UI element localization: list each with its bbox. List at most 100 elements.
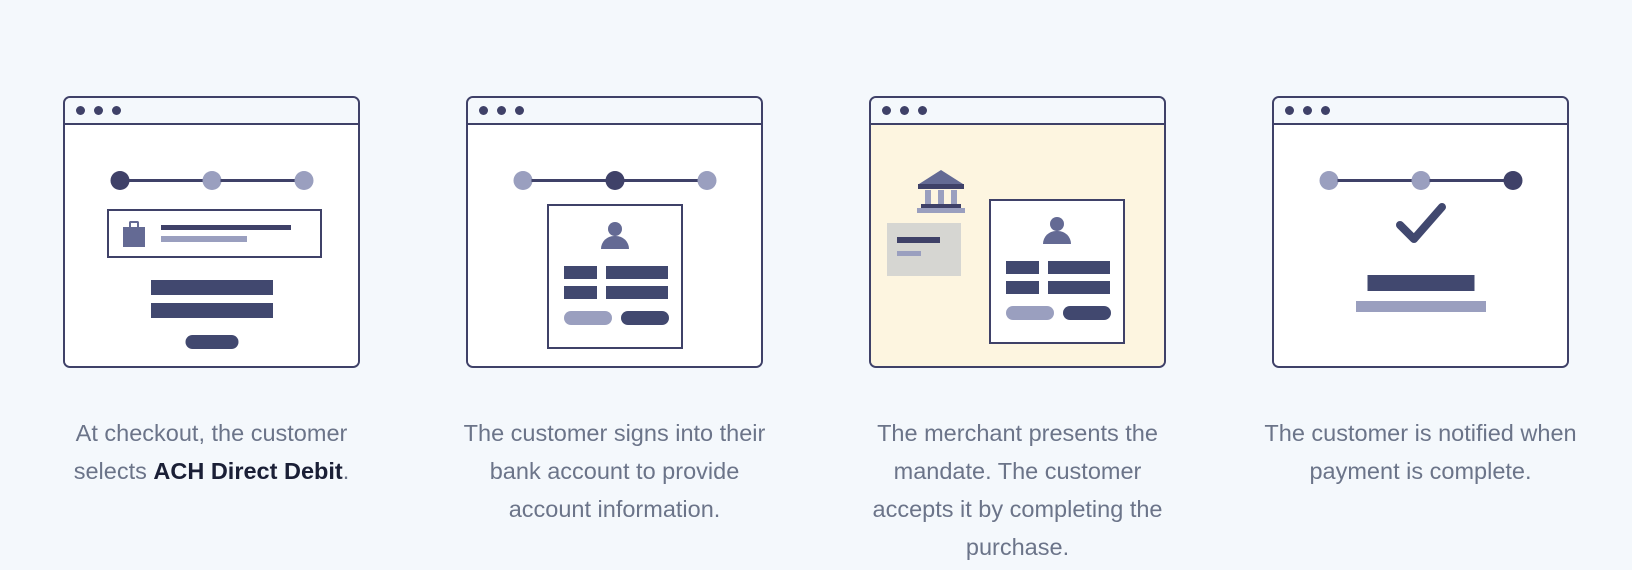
form-row [1006, 281, 1110, 294]
browser-canvas [468, 125, 761, 366]
browser-titlebar [871, 98, 1164, 125]
pay-button-placeholder[interactable] [185, 335, 238, 349]
avatar-body-icon [600, 236, 629, 249]
flow-step-3: The merchant presents the mandate. The c… [816, 0, 1219, 566]
stepper-connector [623, 179, 698, 182]
form-row [563, 286, 668, 299]
accept-button-placeholder[interactable] [1063, 306, 1111, 320]
step-caption-2: The customer signs into their bank accou… [450, 414, 780, 528]
avatar-head-icon [607, 222, 622, 236]
flow-step-4: The customer is notified when payment is… [1219, 0, 1622, 490]
stepper-node-1 [513, 171, 532, 190]
window-dot-icon [918, 106, 927, 115]
stepper-node-1 [1319, 171, 1338, 190]
form-input-placeholder[interactable] [605, 266, 668, 279]
browser-titlebar [1274, 98, 1567, 125]
caption-text-after: . [342, 458, 350, 484]
form-label-placeholder [563, 266, 597, 279]
step-caption-3: The merchant presents the mandate. The c… [853, 414, 1183, 566]
bank-icon [917, 170, 965, 213]
browser-canvas [65, 125, 358, 366]
checkout-stepper [513, 171, 716, 190]
browser-window-bank-signin [466, 96, 763, 368]
stepper-connector [220, 179, 295, 182]
person-avatar-icon [600, 222, 629, 250]
form-label-placeholder [563, 286, 597, 299]
form-row [563, 266, 668, 279]
browser-window-mandate [869, 96, 1166, 368]
confirmation-line-light [1355, 301, 1486, 312]
caption-text-strong: ACH Direct Debit [153, 458, 343, 484]
stepper-connector [1337, 179, 1412, 182]
bank-column-icon [925, 190, 931, 205]
form-label-placeholder [1006, 261, 1039, 274]
window-dot-icon [900, 106, 909, 115]
checkmark-icon [1395, 203, 1446, 245]
browser-window-checkout [63, 96, 360, 368]
cancel-button-placeholder[interactable] [1006, 306, 1054, 320]
product-text-placeholder [161, 225, 291, 242]
window-dot-icon [515, 106, 524, 115]
form-actions [1006, 306, 1111, 320]
window-dot-icon [479, 106, 488, 115]
form-row [1006, 261, 1110, 274]
form-label-placeholder [1006, 281, 1039, 294]
bank-lintel-icon [918, 184, 964, 189]
window-dot-icon [112, 106, 121, 115]
form-actions [563, 311, 669, 325]
bank-column-icon [938, 190, 944, 205]
browser-window-confirmation [1272, 96, 1569, 368]
form-field-placeholder [150, 280, 273, 295]
caption-text-before: The customer is notified when payment is… [1264, 420, 1577, 484]
caption-text-before: At checkout, the customer selects [73, 420, 348, 484]
bag-icon [123, 220, 145, 247]
caption-text-before: The customer signs into their bank accou… [463, 420, 766, 522]
stepper-connector [128, 179, 203, 182]
bank-plinth-icon [921, 204, 961, 208]
stepper-node-3-active [1503, 171, 1522, 190]
stepper-node-2 [1411, 171, 1430, 190]
browser-canvas-highlighted [871, 125, 1164, 366]
browser-titlebar [468, 98, 761, 125]
browser-titlebar [65, 98, 358, 125]
flow-step-1: At checkout, the customer selects ACH Di… [10, 0, 413, 490]
mandate-document-card [887, 223, 961, 276]
stepper-node-2-active [605, 171, 624, 190]
checkout-stepper [110, 171, 313, 190]
form-input-placeholder[interactable] [1048, 261, 1110, 274]
product-summary-box [107, 209, 322, 258]
submit-button-placeholder[interactable] [620, 311, 669, 325]
flow-step-2: The customer signs into their bank accou… [413, 0, 816, 528]
avatar-body-icon [1043, 231, 1071, 244]
stepper-node-3 [294, 171, 313, 190]
placeholder-line-dark [161, 225, 291, 230]
window-dot-icon [76, 106, 85, 115]
document-line-light [897, 251, 921, 256]
cancel-button-placeholder[interactable] [563, 311, 612, 325]
form-input-placeholder[interactable] [1048, 281, 1110, 294]
form-input-placeholder[interactable] [605, 286, 668, 299]
bag-handle-icon [129, 220, 139, 229]
stepper-connector [1429, 179, 1504, 182]
window-dot-icon [497, 106, 506, 115]
window-dot-icon [1303, 106, 1312, 115]
document-line-dark [897, 237, 940, 243]
bank-base-icon [917, 208, 965, 213]
bank-column-icon [951, 190, 957, 205]
bag-body-icon [123, 226, 145, 247]
mandate-form-card [989, 199, 1125, 344]
step-caption-4: The customer is notified when payment is… [1256, 414, 1586, 490]
stepper-node-1-active [110, 171, 129, 190]
browser-canvas [1274, 125, 1567, 366]
bank-columns-icon [925, 190, 957, 205]
form-field-placeholder [150, 303, 273, 318]
bank-signin-form-card [546, 204, 683, 349]
stepper-connector [531, 179, 606, 182]
window-dot-icon [94, 106, 103, 115]
stepper-node-2 [202, 171, 221, 190]
caption-text-before: The merchant presents the mandate. The c… [872, 420, 1163, 560]
window-dot-icon [1285, 106, 1294, 115]
step-caption-1: At checkout, the customer selects ACH Di… [47, 414, 377, 490]
bank-roof-icon [919, 170, 963, 184]
